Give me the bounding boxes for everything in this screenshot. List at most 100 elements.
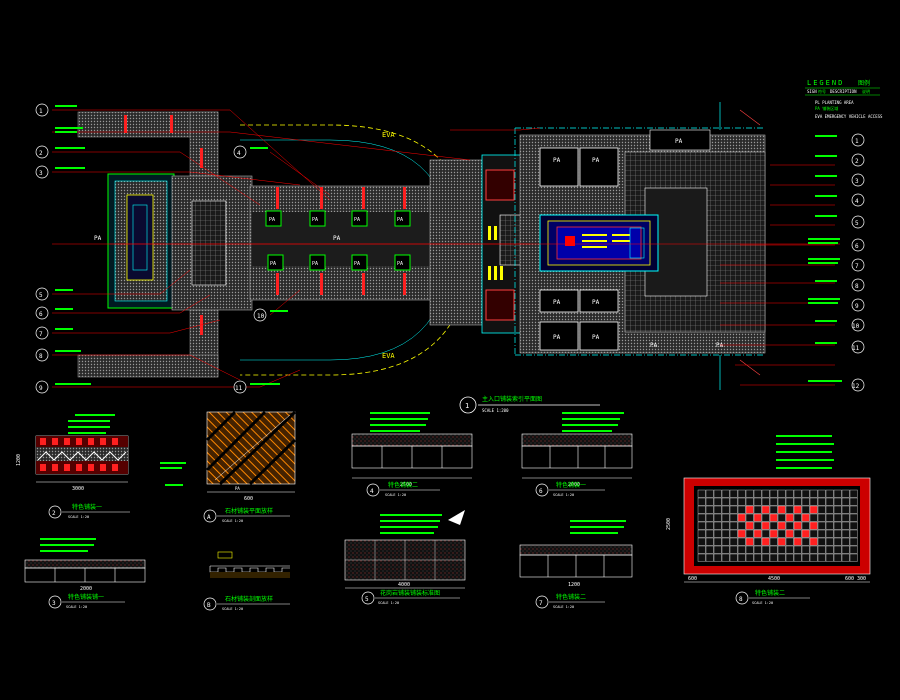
paver-cell [697,489,706,498]
paver-cell [793,513,802,522]
svg-text:4: 4 [855,198,859,205]
paver-cell [713,505,722,514]
detail-2-title: 特色铺装一 [72,503,102,511]
plan-title-num: 1 [465,402,469,410]
paver-cell [809,489,818,498]
callout-bubble: 6 [35,306,49,320]
paver-cell [833,513,842,522]
paver-cell [801,505,810,514]
paver-cell [785,553,794,562]
detail-2: 3000 1200 2 特色铺装一 SCALE 1:20 [16,414,130,519]
paver-cell [817,553,826,562]
left-pool [126,194,154,281]
paver-cell [721,505,730,514]
paver-cell [745,513,754,522]
callout-bubble: 8 [851,278,865,292]
pa-label: PA [269,217,275,223]
paver-cell [817,497,826,506]
paver-cell [777,553,786,562]
detail-A: PA 600 A 石材铺装平面放样 SCALE 1:20 [160,410,297,523]
callout-bubble: 9 [851,298,865,312]
paver-cell [841,553,850,562]
tree-pits-top [265,210,411,271]
connector-plaza [429,159,486,326]
paver-cell [785,505,794,514]
paver-cell [769,505,778,514]
paver-cell [729,545,738,554]
gate-marks [488,226,503,280]
plan-title: 1 主入口铺装索引平面图 SCALE 1:200 [459,395,600,414]
paver-cell [729,489,738,498]
paver-cell [729,537,738,546]
paver-cell [753,545,762,554]
paver-cell [745,529,754,538]
paver-cell [769,513,778,522]
svg-text:6: 6 [39,311,43,318]
paver-cell [793,529,802,538]
fountain-jets [582,234,630,248]
paver-cell [761,505,770,514]
paver-cell [809,513,818,522]
paver-cell [745,489,754,498]
paver-cell [697,505,706,514]
paver-cell [753,497,762,506]
detail-2-scale: SCALE 1:20 [68,515,89,519]
paver-cell [729,521,738,530]
detail-4-scale: SCALE 1:20 [385,493,406,497]
paver-cell [793,497,802,506]
paver-cell [697,529,706,538]
paver-cell [785,521,794,530]
paver-cell [841,497,850,506]
paver-cell [793,505,802,514]
dim-d8-h: 2500 [666,518,672,530]
paver-cell [817,489,826,498]
paver-cell [809,497,818,506]
svg-text:7: 7 [39,331,43,338]
paver-cell [809,545,818,554]
pa-room [539,289,579,313]
paver-cell [737,505,746,514]
svg-text:9: 9 [855,303,859,310]
callout-bubble: 4 [233,145,247,159]
detail-6-num: 6 [539,488,543,495]
callout-bubble: 6 [851,238,865,252]
detail-6-scale: SCALE 1:20 [553,493,574,497]
tree-pit [265,210,282,227]
paver-cell [785,489,794,498]
fountain-feature [565,236,575,246]
eva-loop [240,124,471,376]
pa-label: PA [333,235,341,242]
dim-d8-r: 600 300 [845,576,866,582]
detail-7-title: 特色铺装二 [556,593,586,601]
dim-d7-w: 1200 [568,582,580,588]
paver-cell [753,537,762,546]
callout-bubble: 9 [35,380,49,394]
svg-text:PA: PA [235,486,240,491]
paver-cell [777,505,786,514]
gate-pier-top [485,169,515,201]
paver-cell [833,529,842,538]
svg-text:1: 1 [855,138,859,145]
paver-cell [785,513,794,522]
paver-cell [753,505,762,514]
svg-text:3: 3 [39,170,43,177]
paver-cell [841,505,850,514]
pa-label: PA [354,261,360,267]
dim-d6-w: 2000 [568,482,580,488]
paver-cell [849,529,858,538]
paver-cell [825,553,834,562]
paver-cell [697,553,706,562]
detail-8-num: 8 [739,596,743,603]
paver-cell [841,489,850,498]
pa-room-top [649,129,711,151]
dim-d4-w: 2500 [400,482,412,488]
paver-cell [793,545,802,554]
legend-title: LEGEND [807,79,844,87]
eva-label-top: EVA [382,131,395,139]
paver-cell [713,545,722,554]
svg-text:11: 11 [235,385,243,392]
callout-bubble: 7 [851,258,865,272]
svg-text:8: 8 [39,353,43,360]
paver-cell [817,505,826,514]
